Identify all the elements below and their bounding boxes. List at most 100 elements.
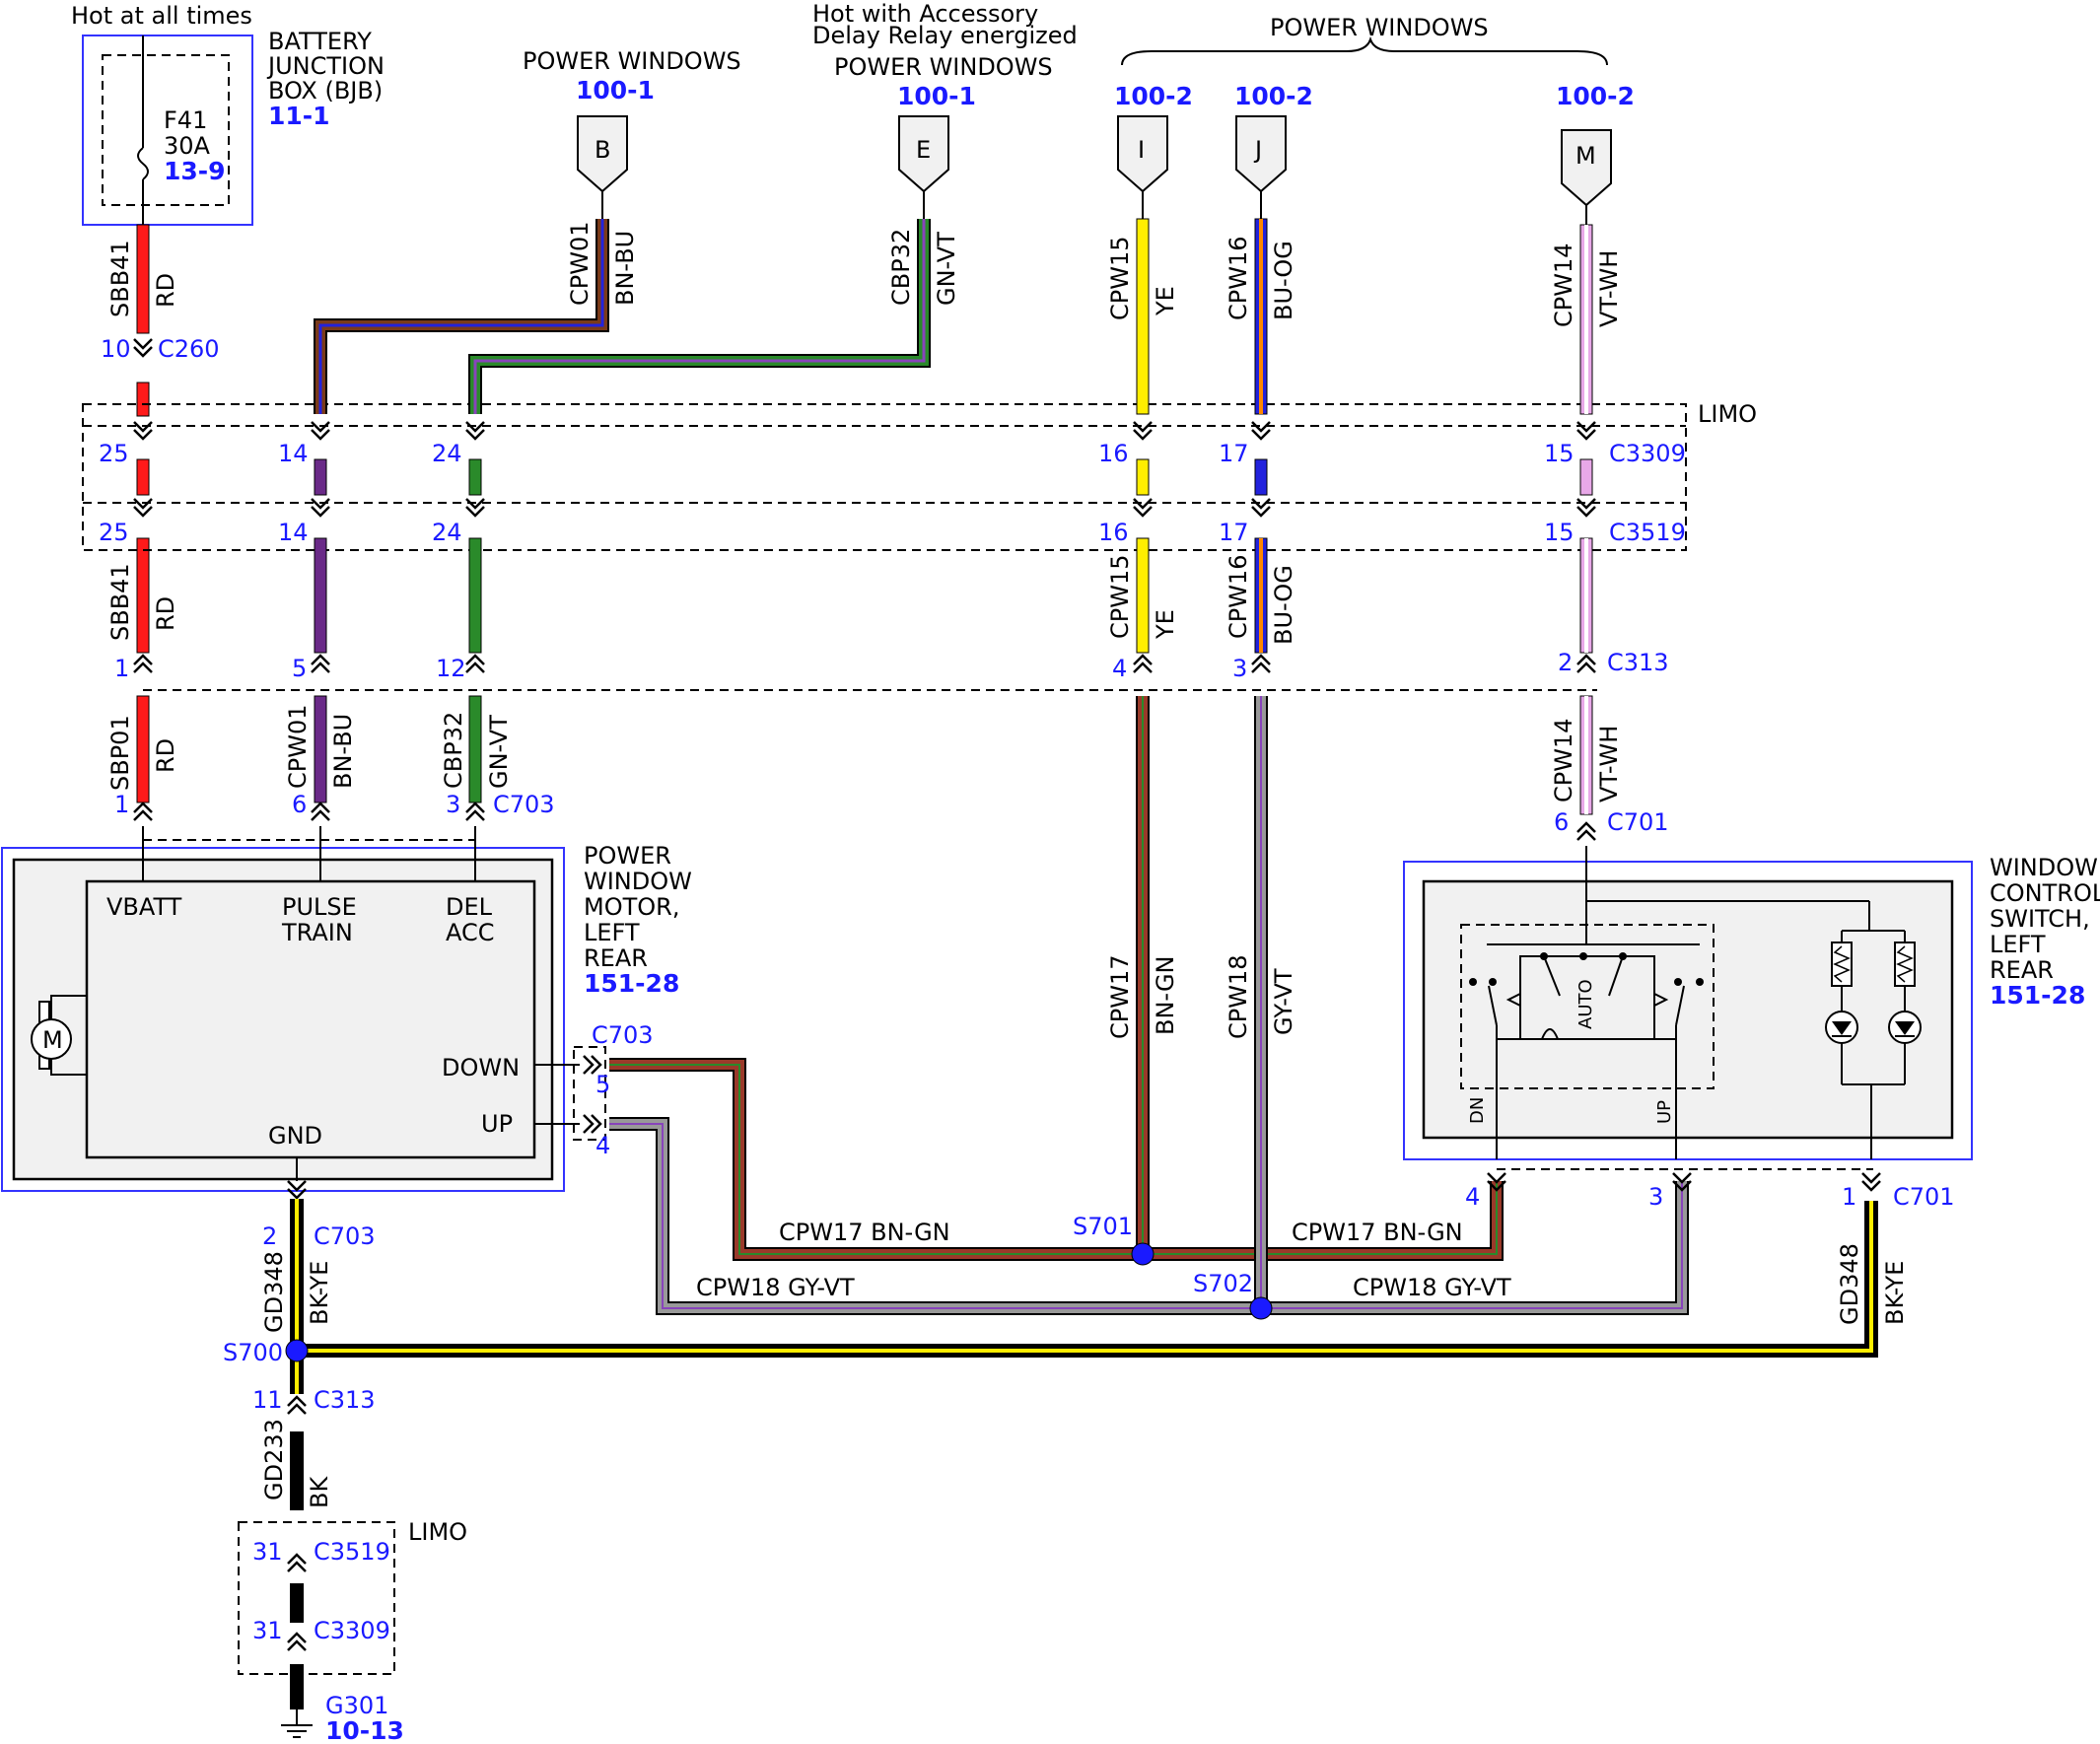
limo-label-upper: LIMO	[1698, 400, 1757, 428]
wire-label-cpw17v: CPW17	[1106, 955, 1134, 1040]
switch-auto-label: AUTO	[1575, 979, 1596, 1029]
bjb-name-line3: BOX (BJB)	[268, 77, 383, 105]
wire-label-sbp01: SBP01	[106, 715, 134, 791]
wire-color-rd3: RD	[152, 738, 179, 773]
fuse-ref-link[interactable]: 13-9	[164, 157, 226, 185]
switch-up-label: UP	[1654, 1100, 1675, 1124]
wire-label-cpw16: CPW16	[1225, 237, 1252, 321]
pin-4: 4	[1112, 655, 1127, 682]
wire-label-cpw17h1: CPW17 BN-GN	[779, 1219, 950, 1246]
connector-c3519: C3519	[1609, 519, 1686, 546]
wire-label-sbb41: SBB41	[106, 240, 134, 317]
wire-cpw01	[314, 219, 609, 803]
wire-label-cpw14b: CPW14	[1550, 719, 1577, 803]
wire-color-gyvtv: GY-VT	[1270, 968, 1297, 1035]
pin-24a: 24	[432, 440, 462, 467]
fuse-name: F41	[164, 106, 207, 134]
wire-label-gd348: GD348	[260, 1251, 288, 1333]
motor-name-line2: WINDOW	[584, 868, 692, 895]
pin-14a: 14	[278, 440, 309, 467]
pin-17a: 17	[1219, 440, 1249, 467]
pin-15b: 15	[1544, 519, 1575, 546]
motor-ref-link[interactable]: 151-28	[584, 969, 679, 998]
pin-12: 12	[436, 655, 466, 682]
connector-c701b: C701	[1893, 1183, 1955, 1211]
pin-5m: 5	[595, 1071, 610, 1098]
pin-3s: 3	[1648, 1183, 1663, 1211]
wire-color-rd2: RD	[152, 596, 179, 631]
pw-j-connector-tab	[1235, 115, 1287, 193]
fuse-rating: 30A	[164, 132, 211, 160]
wire-color-gnvt: GN-VT	[933, 232, 960, 306]
splice-s702-dot	[1249, 1296, 1273, 1320]
pw-b-title: POWER WINDOWS	[523, 47, 741, 75]
wire-gd233	[290, 1431, 304, 1709]
switch-name-line2: CONTROL	[1990, 879, 2100, 907]
pw-i-ref-link[interactable]: 100-2	[1114, 82, 1193, 110]
motor-pin-vbatt: VBATT	[106, 893, 182, 921]
wire-label-cbp32: CBP32	[887, 229, 915, 306]
bjb-ref-link[interactable]: 11-1	[268, 102, 330, 130]
pw-j-ref-link[interactable]: 100-2	[1234, 82, 1313, 110]
switch-component-box	[1422, 879, 1954, 1140]
pin-16b: 16	[1098, 519, 1129, 546]
pin-1b: 1	[114, 791, 129, 818]
connector-c313b: C313	[314, 1386, 376, 1414]
wire-sbb41	[136, 224, 150, 803]
wire-label-cpw14: CPW14	[1550, 244, 1577, 328]
wire-label-cpw18h1: CPW18 GY-VT	[696, 1274, 855, 1301]
pw-e-pin: E	[916, 136, 931, 164]
wire-cbp32	[468, 219, 931, 803]
wire-color-buog: BU-OG	[1270, 241, 1297, 320]
switch-contacts	[1469, 952, 1704, 1159]
motor-outer-box	[1, 847, 565, 1192]
pin-11: 11	[252, 1386, 283, 1414]
pw-b-ref-link[interactable]: 100-1	[576, 76, 655, 105]
limo-region-upper	[82, 403, 1687, 551]
pin-1a: 1	[114, 655, 129, 682]
splice-s701: S701	[1073, 1213, 1133, 1240]
pw-group-title: POWER WINDOWS	[1270, 14, 1489, 41]
fuse-symbol	[137, 147, 149, 180]
pw-m-ref-link[interactable]: 100-2	[1556, 82, 1635, 110]
wire-label-cpw17h2: CPW17 BN-GN	[1292, 1219, 1463, 1246]
pin-2: 2	[1558, 649, 1573, 676]
wire-color-bkye: BK-YE	[306, 1261, 333, 1325]
acc-note-line1: Hot with Accessory	[812, 0, 1038, 28]
pin-2g: 2	[262, 1222, 277, 1250]
wire-color-vtwh: VT-WH	[1595, 250, 1623, 327]
pin-5: 5	[292, 655, 307, 682]
motor-inner-box	[85, 879, 536, 1159]
splice-s700: S700	[223, 1339, 283, 1366]
switch-illumination	[1825, 930, 1922, 1159]
wire-cpw17	[609, 696, 1504, 1261]
motor-name-line3: MOTOR,	[584, 893, 679, 921]
pin-6b: 6	[1554, 808, 1569, 836]
switch-outer-box	[1403, 861, 1973, 1160]
motor-pin-up: UP	[481, 1110, 513, 1138]
pw-i-connector-tab	[1117, 115, 1168, 193]
connector-c701: C701	[1607, 808, 1669, 836]
wire-label-cpw15b: CPW15	[1106, 555, 1134, 640]
switch-name-line1: WINDOW	[1990, 854, 2098, 881]
wire-color-bnbu2: BN-BU	[329, 714, 357, 789]
wire-label-cpw15: CPW15	[1106, 237, 1134, 321]
ground-ref-link[interactable]: 10-13	[325, 1716, 404, 1744]
motor-pin-pulse: PULSE	[282, 893, 357, 921]
pin-6: 6	[292, 791, 307, 818]
wire-label-cpw01b: CPW01	[284, 705, 312, 790]
pin-25b: 25	[99, 519, 129, 546]
pw-m-connector-tab	[1561, 129, 1612, 207]
switch-ref-link[interactable]: 151-28	[1990, 981, 2085, 1010]
pin-4m: 4	[595, 1132, 610, 1159]
wire-color-gnvt2: GN-VT	[485, 715, 513, 789]
wire-label-gd348b: GD348	[1836, 1243, 1863, 1325]
wire-color-bngnv: BN-GN	[1152, 955, 1179, 1035]
motor-pin-acc: ACC	[446, 919, 495, 946]
motor-symbol-icon	[31, 1018, 72, 1060]
connector-c703b: C703	[592, 1021, 654, 1049]
pw-j-pin: J	[1253, 136, 1262, 164]
pin-16a: 16	[1098, 440, 1129, 467]
pw-e-ref-link[interactable]: 100-1	[897, 82, 976, 110]
